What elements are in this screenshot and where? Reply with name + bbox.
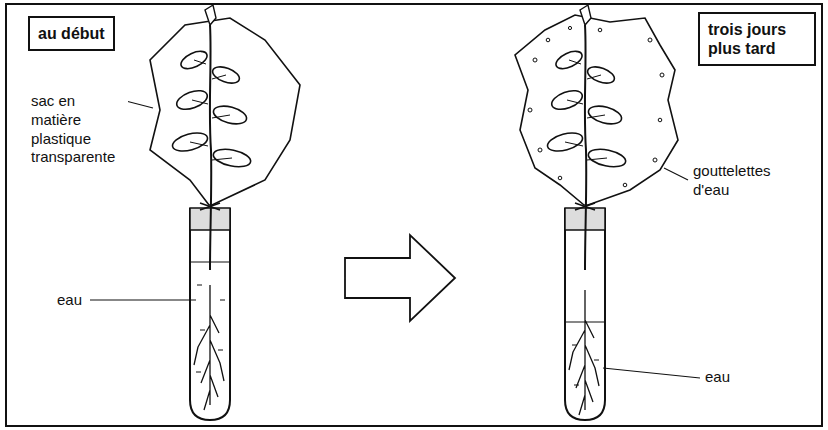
- title-box: trois jours plus tard: [698, 12, 816, 66]
- part-label: sac en matière plastique transparente: [30, 92, 128, 167]
- title-box: au début: [28, 16, 115, 51]
- part-label: eau: [56, 291, 83, 310]
- part-label: eau: [704, 368, 731, 387]
- part-label: gouttelettes d'eau: [692, 162, 790, 200]
- box-title: au début: [38, 24, 105, 43]
- box-title: trois jours plus tard: [708, 20, 806, 58]
